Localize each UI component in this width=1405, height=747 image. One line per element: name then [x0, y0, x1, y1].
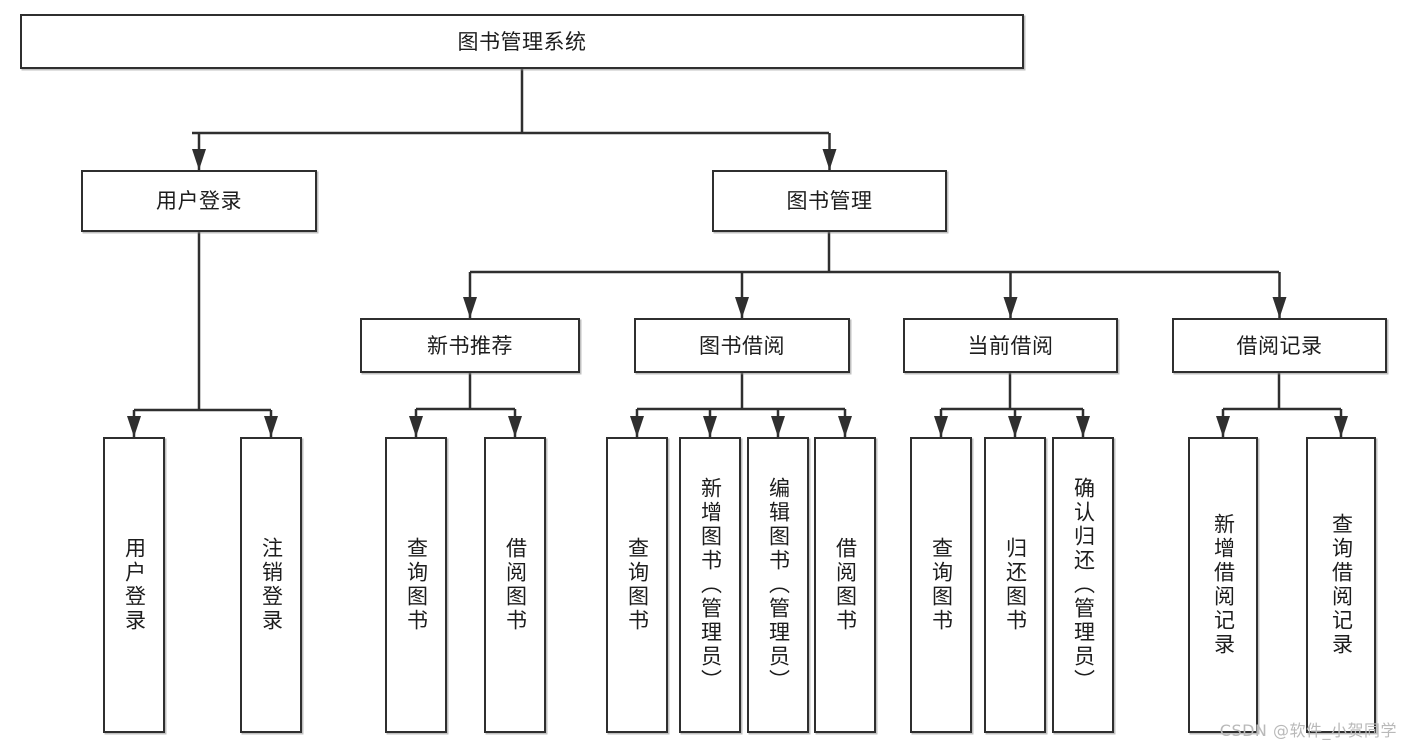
arrowhead-icon — [703, 416, 717, 437]
node-label: 用户登录 — [156, 188, 242, 213]
node-n-new-book-rec[interactable]: 新书推荐 — [360, 318, 580, 373]
node-n-user-login[interactable]: 用户登录 — [81, 170, 317, 232]
node-label: 编辑图书（管理员） — [766, 477, 791, 693]
node-label: 用户登录 — [122, 537, 147, 633]
arrowhead-icon — [1272, 297, 1287, 318]
arrowhead-icon — [822, 149, 837, 170]
node-n-book-manage[interactable]: 图书管理 — [712, 170, 947, 232]
node-label: 图书借阅 — [699, 333, 785, 358]
node-label: 图书管理系统 — [457, 29, 587, 54]
node-label: 查询借阅记录 — [1329, 513, 1354, 657]
arrowhead-icon — [1076, 416, 1090, 437]
node-l-query-book-1[interactable]: 查询图书 — [385, 437, 447, 733]
arrowhead-icon — [771, 416, 785, 437]
node-label: 借阅记录 — [1236, 333, 1323, 358]
node-label: 新书推荐 — [427, 333, 513, 358]
node-l-borrow-book-1[interactable]: 借阅图书 — [484, 437, 546, 733]
node-root[interactable]: 图书管理系统 — [20, 14, 1024, 69]
arrowhead-icon — [508, 416, 522, 437]
node-l-add-record[interactable]: 新增借阅记录 — [1188, 437, 1258, 733]
node-l-return-book[interactable]: 归还图书 — [984, 437, 1046, 733]
node-label: 新增借阅记录 — [1211, 513, 1236, 657]
node-l-query-book-3[interactable]: 查询图书 — [910, 437, 972, 733]
arrowhead-icon — [735, 297, 749, 318]
arrowhead-icon — [838, 416, 852, 437]
node-n-borrow-record[interactable]: 借阅记录 — [1172, 318, 1387, 373]
node-n-current-borrow[interactable]: 当前借阅 — [903, 318, 1118, 373]
node-n-book-borrow[interactable]: 图书借阅 — [634, 318, 850, 373]
arrowhead-icon — [127, 416, 141, 437]
arrowhead-icon — [1003, 297, 1018, 318]
arrowhead-icon — [463, 297, 477, 318]
node-label: 确认归还（管理员） — [1071, 477, 1096, 693]
node-label: 借阅图书 — [503, 537, 528, 633]
arrowhead-icon — [264, 416, 278, 437]
node-l-user-login[interactable]: 用户登录 — [103, 437, 165, 733]
node-label: 新增图书（管理员） — [698, 477, 723, 693]
arrowhead-icon — [1334, 416, 1348, 437]
node-l-query-record[interactable]: 查询借阅记录 — [1306, 437, 1376, 733]
node-l-add-book[interactable]: 新增图书（管理员） — [679, 437, 741, 733]
node-label: 查询图书 — [404, 537, 429, 633]
arrowhead-icon — [630, 416, 644, 437]
node-label: 图书管理 — [786, 188, 873, 213]
node-label: 当前借阅 — [967, 333, 1054, 358]
node-l-confirm-return[interactable]: 确认归还（管理员） — [1052, 437, 1114, 733]
node-label: 归还图书 — [1003, 537, 1028, 633]
arrowhead-icon — [1008, 416, 1022, 437]
arrowhead-icon — [1216, 416, 1230, 437]
node-label: 查询图书 — [929, 537, 954, 633]
node-label: 查询图书 — [625, 537, 650, 633]
arrowhead-icon — [192, 149, 206, 170]
node-l-borrow-book-2[interactable]: 借阅图书 — [814, 437, 876, 733]
node-l-logout[interactable]: 注销登录 — [240, 437, 302, 733]
node-l-edit-book[interactable]: 编辑图书（管理员） — [747, 437, 809, 733]
node-label: 注销登录 — [259, 537, 284, 633]
node-label: 借阅图书 — [833, 537, 858, 633]
node-l-query-book-2[interactable]: 查询图书 — [606, 437, 668, 733]
arrowhead-icon — [409, 416, 423, 437]
arrowhead-icon — [934, 416, 948, 437]
